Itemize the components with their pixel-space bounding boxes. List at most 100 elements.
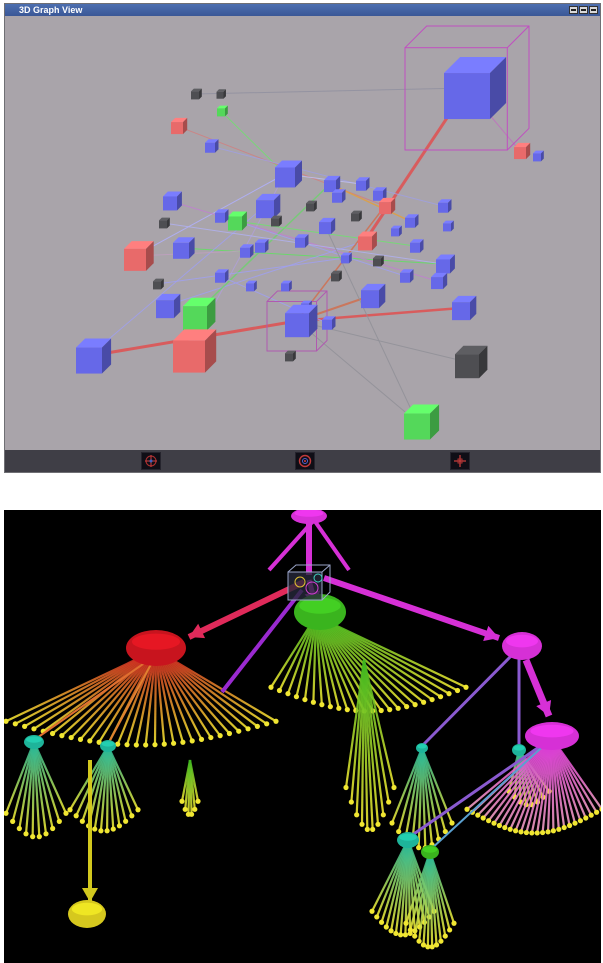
graph-node-cube: [295, 234, 309, 248]
window-title: 3D Graph View: [19, 5, 83, 15]
graph-edge: [324, 225, 418, 423]
tree-branch-arrow: [187, 579, 306, 640]
graph-node-cube: [271, 215, 282, 227]
graph-node-cube: [255, 239, 269, 253]
graph-node-cube: [124, 241, 154, 271]
graph-node-cube: [322, 316, 336, 330]
tree-leaf-fan: [4, 741, 69, 840]
graph-node-cube: [373, 255, 384, 267]
graph-node-cube: [452, 295, 477, 321]
tree-root-node: [291, 510, 327, 524]
tree-branch: [429, 737, 553, 851]
tree-branch-arrow: [522, 658, 553, 718]
graph-node-cube: [205, 139, 219, 153]
graph-node-cube: [240, 244, 254, 258]
tree-branch: [107, 654, 157, 745]
tree-hub-node: [126, 630, 186, 666]
graph-node-cube: [400, 269, 414, 283]
graph-node-cube: [404, 404, 440, 440]
tree-branch-arrow: [323, 575, 500, 642]
tree-branch-node: [512, 744, 526, 756]
graph-edge: [180, 247, 444, 265]
navigation-rotate-icon[interactable]: [295, 452, 315, 470]
graph-node-cube: [361, 283, 386, 309]
graph-edge: [220, 110, 286, 175]
graph-node-cube: [217, 105, 228, 117]
tree-leaf-fan: [343, 659, 397, 832]
graph-node-cube: [215, 269, 229, 283]
graph-node-cube: [173, 237, 195, 259]
tree-branch: [420, 646, 521, 748]
graph-node-cube: [379, 197, 396, 215]
graph-node-cube: [514, 142, 531, 160]
tree-leaf-fan: [403, 851, 457, 950]
tree-branch: [267, 518, 316, 572]
tree-branch: [312, 518, 351, 572]
graph-node-cube: [341, 252, 352, 264]
graph-edge: [209, 145, 444, 207]
graph-node-cube: [358, 231, 377, 251]
graph-node-cube: [405, 214, 419, 228]
graph-edge: [296, 306, 462, 323]
graph-node-cube: [171, 117, 188, 135]
window-title-bar[interactable]: 3D Graph View: [5, 4, 600, 16]
graph-edge: [296, 320, 418, 423]
selected-node-cube: [287, 564, 331, 601]
graph-nodes: [76, 56, 544, 440]
tree-leaf-node: [68, 900, 106, 928]
graph-node-cube: [356, 177, 370, 191]
tree-branch: [33, 654, 157, 741]
graph-edge: [134, 173, 286, 257]
graph-node-cube: [183, 297, 216, 331]
tree-branch-arrow: [82, 760, 98, 902]
graph-node-cube: [191, 88, 202, 100]
graph-node-cube: [173, 329, 217, 373]
graph-node-cube: [319, 217, 336, 235]
tree-leaf-fan: [67, 745, 141, 834]
graph-node-cube: [436, 254, 455, 274]
graph-node-cube: [215, 209, 229, 223]
graph-node-cube: [246, 280, 257, 292]
graph-node-cube: [156, 293, 181, 319]
graph-node-cube: [373, 187, 387, 201]
graph-node-cube: [275, 160, 302, 188]
graph-view-window: 3D Graph View: [4, 3, 601, 473]
window-maximize-icon[interactable]: [579, 6, 588, 14]
graph-node-cube: [331, 270, 342, 282]
tree-hub-node: [502, 632, 542, 660]
graph-node-cube: [159, 217, 170, 229]
graph-3d-viewport[interactable]: [5, 16, 600, 450]
graph-node-cube: [285, 304, 318, 338]
graph-node-cube: [228, 211, 247, 231]
graph-node-cube: [76, 338, 112, 374]
tree-branch-node: [416, 743, 428, 753]
tree-3d-view[interactable]: [4, 510, 601, 963]
window-minimize-icon[interactable]: [569, 6, 578, 14]
tree-hub-node: [525, 722, 579, 750]
graph-edge: [156, 257, 346, 285]
graph-node-cube: [256, 193, 281, 219]
graph-node-cube: [281, 280, 292, 292]
graph-edge: [194, 87, 468, 95]
navigation-crosshair-icon[interactable]: [450, 452, 470, 470]
tree-branch-node: [100, 740, 116, 752]
tree-canvas[interactable]: [4, 510, 601, 963]
navigation-crosshair-icon[interactable]: [141, 452, 161, 470]
selection-wireframe: [404, 25, 530, 151]
tree-branch-node: [397, 832, 419, 848]
tree-hub-node: [294, 594, 346, 630]
graph-node-cube: [351, 210, 362, 222]
graph-node-cube: [285, 350, 296, 362]
tree-leaf-fan: [389, 747, 455, 851]
graph-node-cube: [444, 56, 507, 120]
tree-branch: [407, 736, 553, 840]
tree-leaf-fan: [179, 759, 201, 817]
graph-node-cube: [332, 189, 346, 203]
window-close-icon[interactable]: [589, 6, 598, 14]
graph-canvas[interactable]: [5, 16, 600, 450]
graph-node-cube: [391, 225, 402, 237]
tree-branch-node: [421, 845, 439, 859]
graph-node-cube: [410, 239, 424, 253]
tree-branch: [220, 588, 304, 694]
navigation-bar: [5, 450, 600, 472]
